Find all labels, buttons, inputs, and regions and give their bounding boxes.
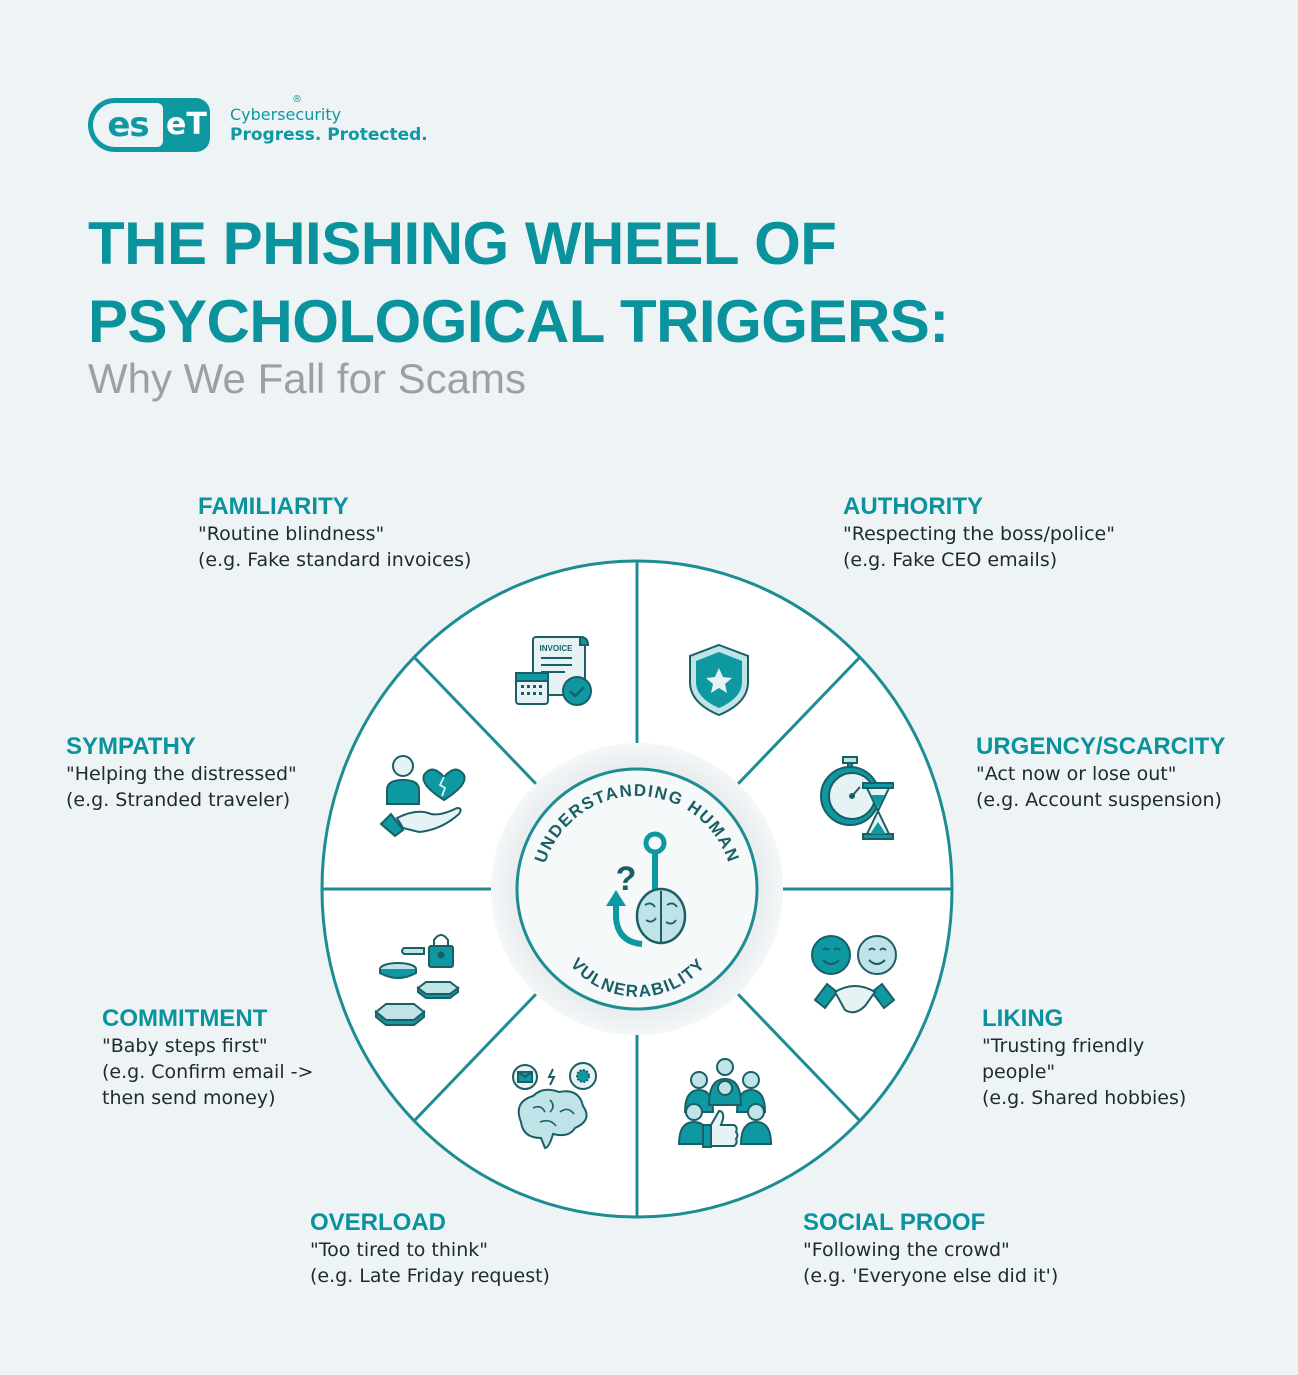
trigger-familiarity: FAMILIARITY "Routine blindness" (e.g. Fa… [198, 493, 471, 573]
trigger-authority: AUTHORITY "Respecting the boss/police" (… [843, 493, 1115, 573]
trigger-quote: "Respecting the boss/police" [843, 523, 1115, 545]
trigger-example-cont: then send money) [102, 1087, 276, 1109]
trigger-quote-cont: people" [982, 1061, 1056, 1083]
trigger-quote: "Following the crowd" [803, 1239, 1010, 1261]
shield-star-icon [689, 643, 749, 717]
trigger-name: AUTHORITY [843, 493, 983, 520]
trigger-example: (e.g. Fake standard invoices) [198, 549, 472, 571]
trigger-example: (e.g. Stranded traveler) [66, 789, 291, 811]
trigger-sympathy: SYMPATHY "Helping the distressed" (e.g. … [66, 733, 297, 813]
page-subtitle: Why We Fall for Scams [88, 355, 526, 402]
trigger-example: (e.g. Confirm email -> [102, 1061, 314, 1083]
trigger-name: LIKING [982, 1005, 1064, 1032]
crowd-thumbs-up-icon [677, 1058, 773, 1148]
invoice-calendar-check-icon: INVOICE [515, 635, 592, 706]
trigger-example: (e.g. Fake CEO emails) [843, 549, 1058, 571]
trigger-commitment: COMMITMENT "Baby steps first" (e.g. Conf… [102, 1005, 313, 1111]
tagline-progress-protected: Progress. Protected. [230, 125, 428, 145]
brand-tagline: Cybersecurity Progress. Protected. [230, 104, 428, 146]
svg-text:INVOICE: INVOICE [540, 644, 574, 653]
hub-circle [515, 767, 759, 1011]
trigger-name: SOCIAL PROOF [803, 1209, 986, 1236]
trigger-social-proof: SOCIAL PROOF "Following the crowd" (e.g.… [803, 1209, 1058, 1289]
trigger-urgency-scarcity: URGENCY/SCARCITY "Act now or lose out" (… [976, 733, 1225, 813]
trigger-example: (e.g. Late Friday request) [310, 1265, 550, 1287]
trigger-quote: "Helping the distressed" [66, 763, 297, 785]
title-line-1: THE PHISHING WHEEL OF [88, 210, 837, 277]
stepping-stones-lock-icon [374, 934, 460, 1026]
trigger-name: URGENCY/SCARCITY [976, 733, 1226, 760]
trigger-name: OVERLOAD [310, 1209, 447, 1236]
trigger-name: COMMITMENT [102, 1005, 268, 1032]
eset-logo: es eT ® Cybersecurity Progress. Protecte… [88, 94, 428, 152]
eset-logo-badge: es eT [88, 98, 210, 152]
trigger-example: (e.g. 'Everyone else did it') [803, 1265, 1059, 1287]
trigger-quote: "Act now or lose out" [976, 763, 1177, 785]
smileys-handshake-icon [811, 935, 897, 1014]
trigger-name: SYMPATHY [66, 733, 196, 760]
brain-overload-icon [512, 1062, 597, 1150]
svg-text:?: ? [616, 860, 637, 898]
trigger-quote: "Routine blindness" [198, 523, 385, 545]
trigger-quote: "Too tired to think" [310, 1239, 488, 1261]
trigger-name: FAMILIARITY [198, 493, 349, 520]
logo-text-et: eT [166, 107, 207, 142]
logo-text-es: es [93, 103, 163, 147]
trigger-liking: LIKING "Trusting friendly people" (e.g. … [982, 1005, 1186, 1111]
title-line-2: PSYCHOLOGICAL TRIGGERS: [88, 288, 949, 355]
trigger-example: (e.g. Shared hobbies) [982, 1087, 1187, 1109]
trigger-overload: OVERLOAD "Too tired to think" (e.g. Late… [310, 1209, 550, 1289]
trigger-quote: "Baby steps first" [102, 1035, 268, 1057]
page-title: THE PHISHING WHEEL OF PSYCHOLOGICAL TRIG… [88, 205, 949, 361]
trigger-example: (e.g. Account suspension) [976, 789, 1222, 811]
stopwatch-hourglass-icon [820, 756, 894, 840]
trigger-quote: "Trusting friendly [982, 1035, 1145, 1057]
tagline-cybersecurity: Cybersecurity [230, 105, 342, 124]
person-broken-heart-hand-icon [379, 755, 466, 838]
registered-mark: ® [292, 94, 302, 105]
hook-question-brain-icon: ? [606, 831, 687, 947]
